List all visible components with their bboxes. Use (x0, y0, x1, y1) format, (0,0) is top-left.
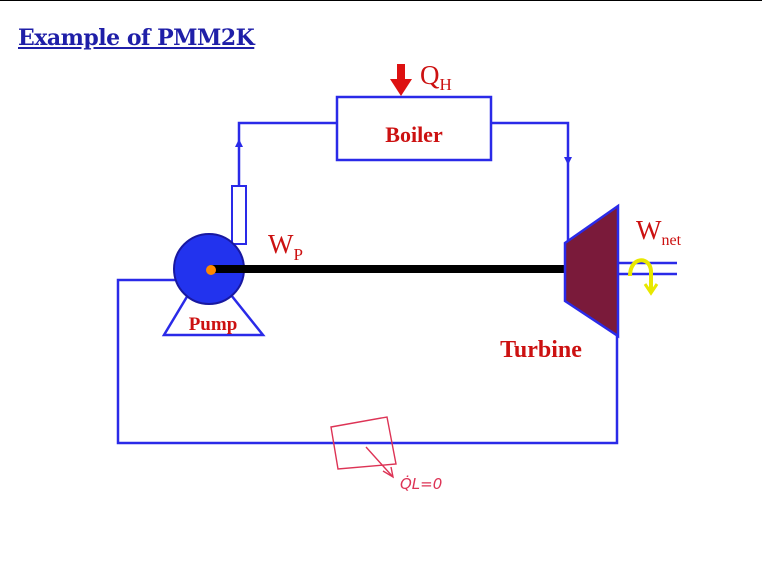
turbine-body (563, 203, 620, 339)
pipe-network (116, 121, 619, 445)
slide-title: Example of PMM2K (18, 25, 255, 51)
pump-work-label: WP (268, 229, 303, 264)
heat-input-arrow (390, 64, 412, 96)
handwritten-arrowhead (382, 466, 394, 479)
net-work-label: Wnet (636, 215, 682, 249)
flow-arrows (235, 139, 572, 165)
handwritten-box (330, 416, 397, 470)
rotation-arrow-icon (628, 258, 659, 296)
pipe-turbine-return (116, 278, 619, 445)
pump-hub (206, 265, 216, 275)
boiler-label: Boiler (385, 122, 443, 147)
boiler-box (335, 95, 493, 162)
flow-arrow-up (235, 139, 243, 147)
pipe-boiler-to-turbine (491, 121, 570, 241)
turbine-label: Turbine (500, 337, 582, 363)
heat-input-label: QH (420, 60, 452, 94)
handwritten-heat-out: Q̇L=0 (400, 474, 442, 493)
handwritten-arrow-line (365, 446, 394, 478)
handwritten-annotation (330, 416, 397, 479)
flow-arrow-down (564, 157, 572, 165)
pump-outlet-tube (231, 185, 247, 245)
pump-label: Pump (189, 314, 238, 335)
pipe-pump-to-boiler (237, 121, 337, 187)
shaft (211, 265, 571, 273)
